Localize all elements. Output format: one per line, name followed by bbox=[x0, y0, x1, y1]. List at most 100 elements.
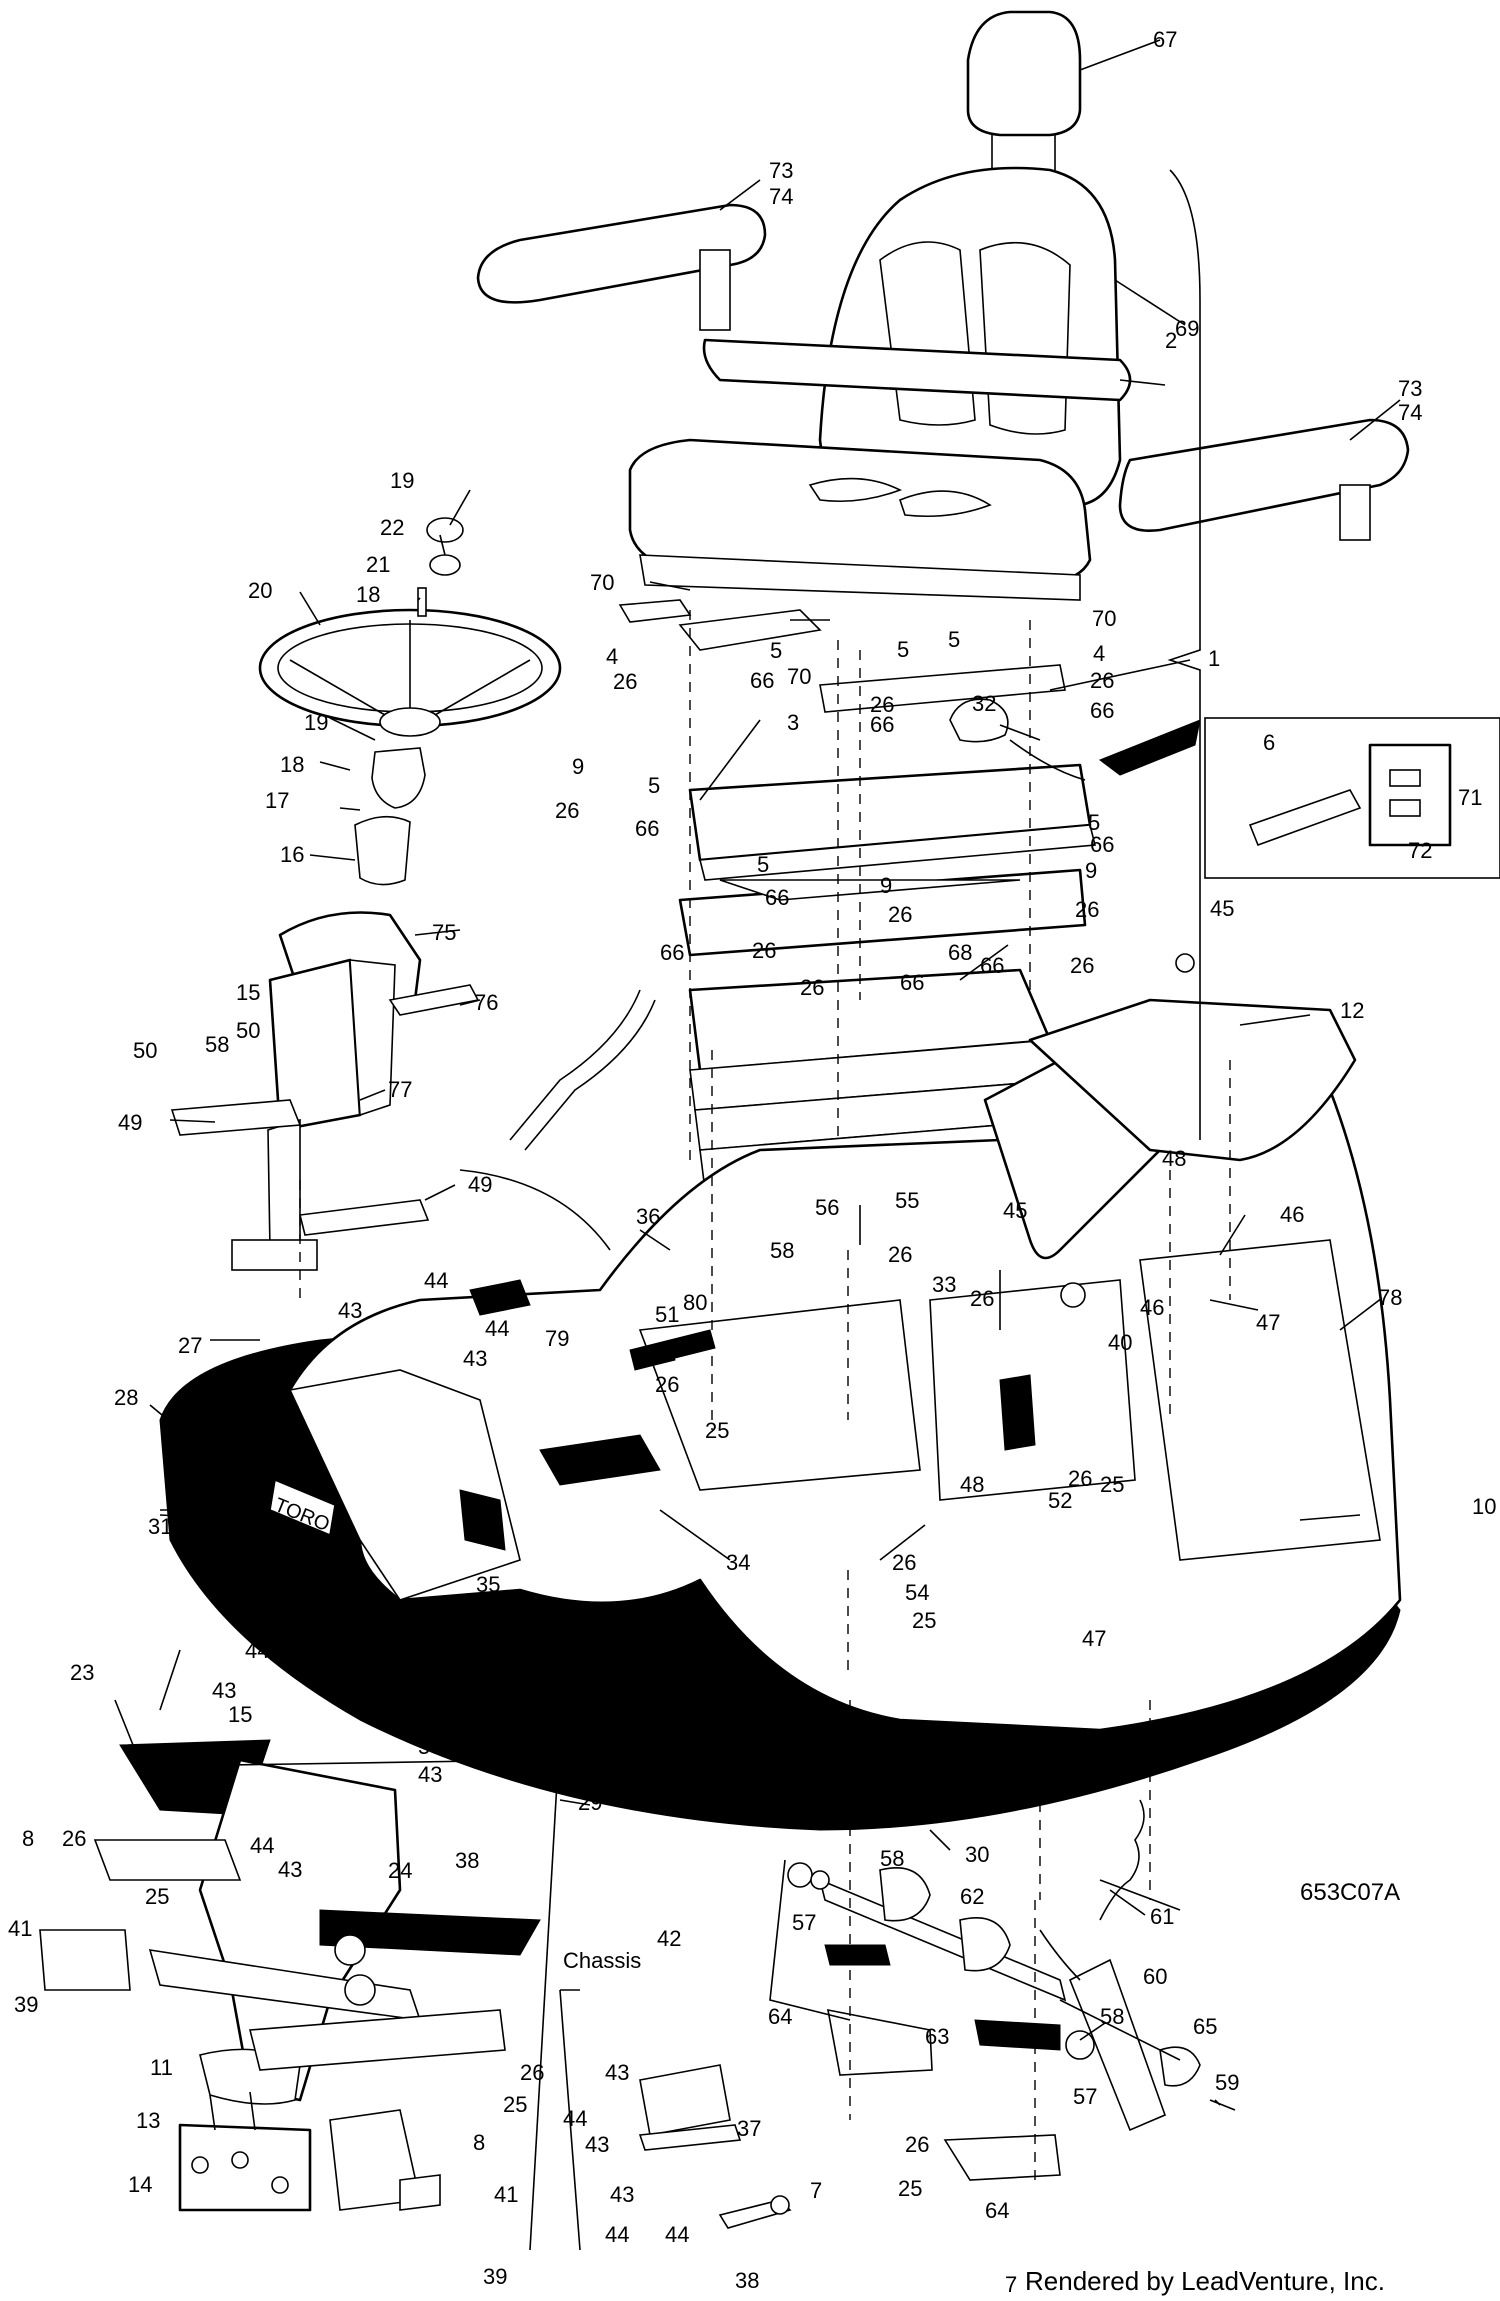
callout-36: 36 bbox=[636, 1204, 660, 1229]
callout-58: 58 bbox=[205, 1032, 229, 1057]
callout-9: 9 bbox=[880, 873, 892, 898]
callout-22: 22 bbox=[380, 515, 404, 540]
callout-7: 7 bbox=[810, 2178, 822, 2203]
chassis-bracket bbox=[638, 2064, 792, 2229]
callout-62: 62 bbox=[960, 1884, 984, 1909]
callout-38: 38 bbox=[735, 2268, 759, 2293]
callout-41: 41 bbox=[494, 2182, 518, 2207]
callout-26: 26 bbox=[888, 902, 912, 927]
callout-3: 3 bbox=[787, 710, 799, 735]
group-brackets bbox=[159, 169, 1201, 2251]
callout-24: 24 bbox=[388, 1858, 412, 1883]
callout-1: 1 bbox=[1208, 646, 1220, 671]
steering-column bbox=[170, 747, 480, 1271]
seat-suspension bbox=[678, 698, 1097, 957]
callout-47: 47 bbox=[1082, 1626, 1106, 1651]
callout-15: 15 bbox=[228, 1702, 252, 1727]
fender-body bbox=[288, 1058, 1402, 1732]
callout-66: 66 bbox=[900, 970, 924, 995]
callout-43: 43 bbox=[463, 1346, 487, 1371]
callout-80: 80 bbox=[683, 1290, 707, 1315]
callout-5: 5 bbox=[770, 638, 782, 663]
callout-12: 12 bbox=[1340, 998, 1364, 1023]
callout-16: 16 bbox=[280, 842, 304, 867]
callout-70: 70 bbox=[1092, 606, 1116, 631]
callout-72: 72 bbox=[1408, 838, 1432, 863]
callout-70: 70 bbox=[590, 570, 614, 595]
callout-46: 46 bbox=[1280, 1202, 1304, 1227]
callout-66: 66 bbox=[1090, 698, 1114, 723]
harness-inset bbox=[1098, 717, 1500, 879]
callout-58: 58 bbox=[770, 1238, 794, 1263]
callout-26: 26 bbox=[800, 975, 824, 1000]
callout-39: 39 bbox=[483, 2264, 507, 2289]
callout-27: 27 bbox=[178, 1333, 202, 1358]
callout-11: 11 bbox=[150, 2055, 173, 2080]
callout-48: 48 bbox=[960, 1472, 984, 1497]
leader-lines bbox=[114, 39, 1401, 2106]
callout-53: 53 bbox=[418, 1734, 442, 1759]
callout-44: 44 bbox=[250, 1833, 274, 1858]
callout-66: 66 bbox=[635, 816, 659, 841]
callout-51: 51 bbox=[655, 1302, 679, 1327]
callout-26: 26 bbox=[970, 1286, 994, 1311]
callout-66: 66 bbox=[765, 885, 789, 910]
alignment-lines bbox=[299, 610, 1231, 2180]
callout-46: 46 bbox=[1140, 1295, 1164, 1320]
callout-76: 76 bbox=[474, 990, 498, 1015]
callout-60: 60 bbox=[1143, 1964, 1167, 1989]
callout-21: 21 bbox=[366, 552, 390, 577]
callout-43: 43 bbox=[605, 2060, 629, 2085]
callout-20: 20 bbox=[248, 578, 272, 603]
callout-64: 64 bbox=[768, 2004, 792, 2029]
callout-5: 5 bbox=[757, 852, 769, 877]
callout-63: 63 bbox=[925, 2024, 949, 2049]
callout-38: 38 bbox=[455, 1848, 479, 1873]
callout-79: 79 bbox=[545, 1326, 569, 1351]
drawing-id: 653C07A bbox=[1300, 1879, 1400, 1906]
callout-41: 41 bbox=[8, 1916, 32, 1941]
callout-34: 34 bbox=[726, 1550, 750, 1575]
callout-labels: 67 73 74 69 2 73 74 1 70 70 70 5 5 5 4 4… bbox=[8, 27, 1496, 2297]
callout-42: 42 bbox=[428, 1702, 452, 1727]
callout-25: 25 bbox=[705, 1418, 729, 1443]
callout-19: 19 bbox=[390, 468, 414, 493]
callout-73: 73 bbox=[769, 158, 793, 183]
callout-9: 9 bbox=[1085, 858, 1097, 883]
callout-55: 55 bbox=[895, 1188, 919, 1213]
callout-47: 47 bbox=[1256, 1310, 1280, 1335]
callout-7: 7 bbox=[1005, 2272, 1017, 2297]
seat bbox=[628, 166, 1122, 601]
callout-78: 78 bbox=[1378, 1285, 1402, 1310]
callout-66: 66 bbox=[750, 668, 774, 693]
callout-19: 19 bbox=[304, 710, 328, 735]
callout-50: 50 bbox=[133, 1038, 157, 1063]
callout-66: 66 bbox=[660, 940, 684, 965]
callout-26: 26 bbox=[905, 2132, 929, 2157]
callout-5: 5 bbox=[948, 627, 960, 652]
callout-48: 48 bbox=[1162, 1146, 1186, 1171]
callout-25: 25 bbox=[912, 1608, 936, 1633]
callout-2: 2 bbox=[1165, 328, 1177, 353]
callout-26: 26 bbox=[613, 669, 637, 694]
callout-25: 25 bbox=[503, 2092, 527, 2117]
callout-64: 64 bbox=[985, 2198, 1009, 2223]
callout-26: 26 bbox=[752, 938, 776, 963]
seat-rails bbox=[618, 599, 1066, 713]
callout-26: 26 bbox=[62, 1826, 86, 1851]
callout-26: 26 bbox=[520, 2060, 544, 2085]
steering-wheel bbox=[258, 517, 562, 737]
pedal-brackets bbox=[39, 1929, 441, 2212]
callout-44: 44 bbox=[605, 2222, 629, 2247]
callout-42: 42 bbox=[657, 1926, 681, 1951]
callout-44: 44 bbox=[245, 1638, 269, 1663]
render-credit: Rendered by LeadVenture, Inc. bbox=[1025, 2266, 1385, 2296]
callout-43: 43 bbox=[278, 1857, 302, 1882]
callout-17: 17 bbox=[265, 788, 289, 813]
callout-25: 25 bbox=[1100, 1472, 1124, 1497]
callout-23: 23 bbox=[70, 1660, 94, 1685]
callout-32: 32 bbox=[972, 691, 996, 716]
callout-44: 44 bbox=[485, 1316, 509, 1341]
callout-4: 4 bbox=[606, 644, 618, 669]
